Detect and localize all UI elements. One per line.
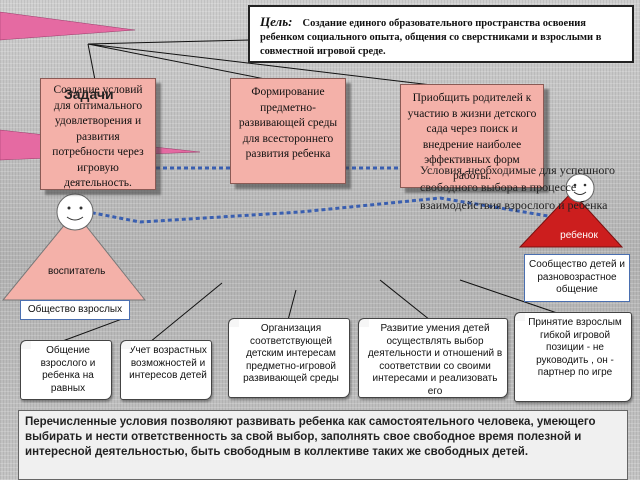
child-label: ребенок	[560, 230, 598, 241]
educator-label: воспитатель	[48, 266, 106, 277]
goal-to-task2-line	[87, 43, 271, 81]
to-condition1-line	[59, 315, 131, 343]
condition-scroll-3: Организация соответствующей детским инте…	[228, 318, 350, 398]
tasks-title: Задачи	[64, 86, 114, 102]
goal-box: Цель:Создание единого образовательного п…	[248, 5, 634, 63]
figure-blue-connector	[77, 196, 561, 224]
to-condition5-line	[459, 279, 561, 315]
pink-arrow-top	[0, 11, 136, 41]
goal-label: Цель:	[260, 14, 293, 29]
task-card-3: Приобщить родителей к участию в жизни де…	[400, 84, 544, 188]
to-condition2-line	[149, 282, 223, 343]
child-figure	[518, 173, 624, 248]
child-face	[565, 173, 595, 203]
task-card-1: Создание условий для оптимального удовле…	[40, 78, 156, 190]
adults-society-box: Общество взрослых	[20, 300, 130, 320]
to-condition4-line	[379, 279, 431, 321]
condition-scroll-5: Принятие взрослым гибкой игровой позиции…	[514, 312, 632, 402]
children-community-box: Сообщество детей и разновозрастное общен…	[524, 254, 630, 302]
goal-box-to-tasks-line	[87, 39, 251, 45]
task-card-2: Формирование предметно-развивающей среды…	[230, 78, 346, 184]
condition-scroll-2: Учет возрастных возможностей и интересов…	[120, 340, 212, 400]
educator-face	[56, 193, 94, 231]
to-condition3-line	[287, 289, 297, 321]
summary-box: Перечисленные условия позволяют развиват…	[18, 410, 628, 480]
conditions-heading: Условия, необходимые для успешного свобо…	[420, 163, 616, 212]
educator-figure	[1, 193, 147, 301]
goal-to-task1-line	[87, 43, 96, 81]
condition-scroll-1: Общение взрослого и ребенка на равных	[20, 340, 112, 400]
child-triangle	[518, 191, 624, 248]
goal-text: Создание единого образовательного простр…	[260, 18, 602, 58]
goal-to-task3-line	[87, 43, 441, 87]
condition-scroll-4: Развитие умения детей осуществлять выбор…	[358, 318, 508, 398]
